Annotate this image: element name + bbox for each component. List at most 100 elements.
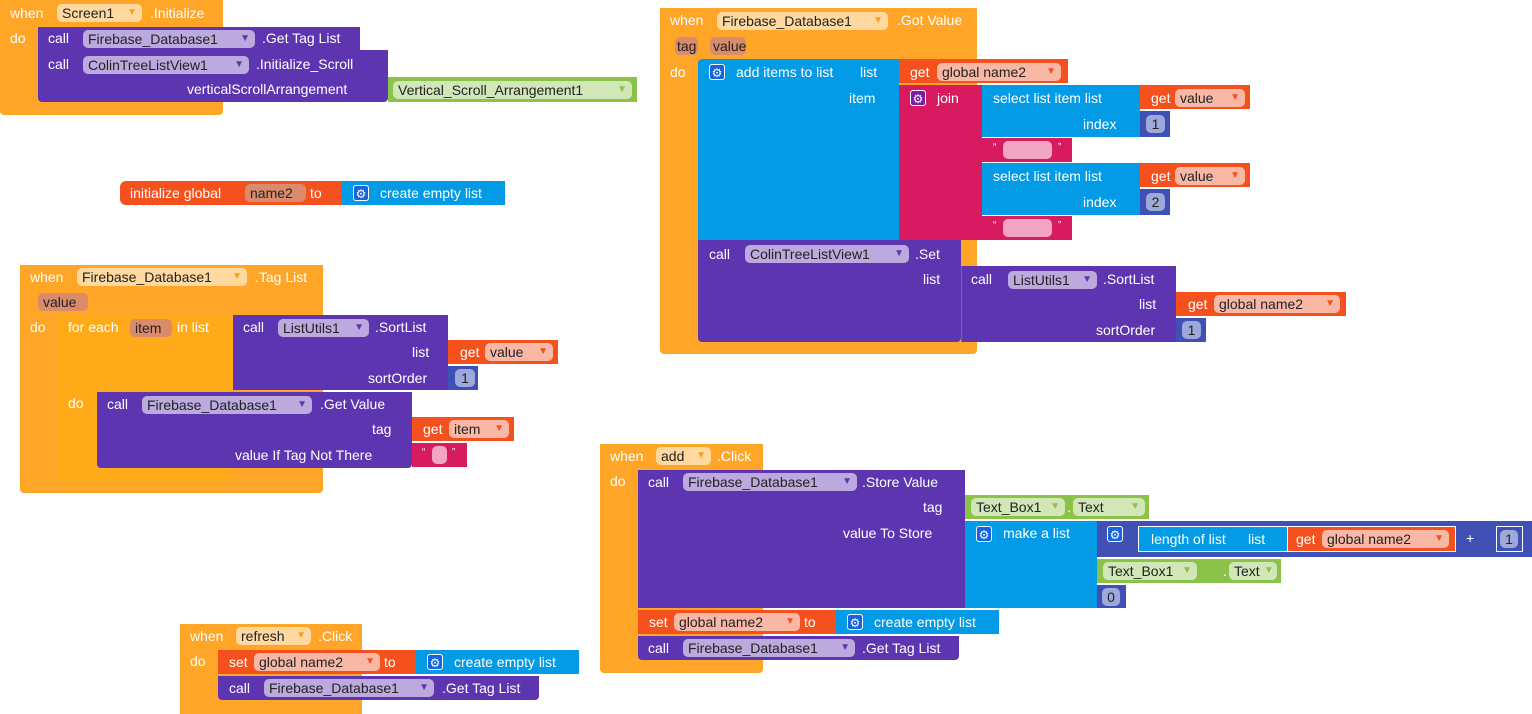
create-empty-list-block[interactable] <box>416 650 579 674</box>
text-field[interactable] <box>1003 219 1052 237</box>
field-value: item <box>135 320 162 336</box>
join-block[interactable] <box>899 85 982 240</box>
arg-label: list <box>860 64 878 80</box>
number-field[interactable]: 1 <box>1500 530 1518 548</box>
variable-dropdown[interactable]: global name2▼ <box>937 63 1061 81</box>
add-items-to-list-block[interactable] <box>698 59 899 240</box>
variable-dropdown[interactable]: item ▼ <box>449 420 509 438</box>
component-dropdown[interactable]: refresh▼ <box>236 627 311 645</box>
component-dropdown[interactable]: ColinTreeListView1▼ <box>83 56 249 74</box>
block-label: add items to list <box>736 64 834 80</box>
dropdown-arrow-icon: ▼ <box>1434 533 1444 544</box>
gear-icon[interactable]: ⚙ <box>976 526 992 542</box>
property-dropdown[interactable]: Text▼ <box>1229 562 1277 580</box>
close-quote: ” <box>452 447 456 458</box>
to-label: to <box>804 614 816 630</box>
component-dropdown[interactable]: Vertical_Scroll_Arrangement1▼ <box>393 81 632 99</box>
to-label: to <box>384 654 396 670</box>
event-param[interactable]: value <box>710 37 746 55</box>
gear-icon[interactable]: ⚙ <box>427 654 443 670</box>
arg-label: list <box>923 271 941 287</box>
component-dropdown[interactable]: Firebase_Database1▼ <box>264 679 434 697</box>
dropdown-arrow-icon: ▼ <box>1050 501 1060 512</box>
variable-dropdown[interactable]: value▼ <box>1175 167 1245 185</box>
number-field[interactable]: 1 <box>1182 321 1201 339</box>
variable-dropdown[interactable]: global name2▼ <box>674 613 800 631</box>
component-dropdown[interactable]: add▼ <box>656 447 711 465</box>
component-dropdown[interactable]: Firebase_Database1▼ <box>717 12 888 30</box>
component-dropdown[interactable]: Firebase_Database1▼ <box>77 268 247 286</box>
component-dropdown[interactable]: ColinTreeListView1▼ <box>745 245 909 263</box>
dropdown-value: Text_Box1 <box>976 499 1042 515</box>
gear-icon[interactable]: ⚙ <box>910 90 926 106</box>
get-label: get <box>1188 296 1208 312</box>
arg-label: verticalScrollArrangement <box>187 81 348 97</box>
call-block-store-value[interactable] <box>638 470 965 608</box>
loop-variable-field[interactable]: item <box>130 319 172 337</box>
variable-dropdown[interactable]: global name2▼ <box>254 653 380 671</box>
open-quote: “ <box>993 220 997 231</box>
text-field[interactable] <box>1003 141 1052 159</box>
dropdown-arrow-icon: ▼ <box>494 423 504 434</box>
call-label: call <box>709 246 731 262</box>
block-label: select list item list <box>993 90 1102 106</box>
component-dropdown[interactable]: Text_Box1▼ <box>1103 562 1197 580</box>
select-list-item-block[interactable] <box>982 163 1140 215</box>
variable-dropdown[interactable]: global name2▼ <box>1214 295 1340 313</box>
number-field[interactable]: 1 <box>1146 115 1165 133</box>
number-field[interactable]: 0 <box>1102 588 1120 606</box>
field-value: value <box>43 294 77 310</box>
call-label: call <box>648 640 670 656</box>
create-empty-list-block[interactable] <box>836 610 999 634</box>
text-field[interactable] <box>432 446 447 464</box>
component-dropdown[interactable]: Firebase_Database1 ▼ <box>142 396 312 414</box>
dropdown-arrow-icon: ▼ <box>127 7 137 18</box>
method-label: .Initialize_Scroll <box>256 56 354 72</box>
number-field[interactable]: 1 <box>455 369 475 387</box>
variable-dropdown[interactable]: value▼ <box>1175 89 1245 107</box>
method-label: .Get Tag List <box>862 640 941 656</box>
call-label: call <box>229 680 251 696</box>
property-dropdown[interactable]: Text▼ <box>1073 498 1145 516</box>
component-dropdown[interactable]: Text_Box1 ▼ <box>971 498 1065 516</box>
block-label: join <box>937 90 959 106</box>
dropdown-value: item <box>454 421 481 437</box>
dropdown-arrow-icon: ▼ <box>1182 565 1192 576</box>
component-dropdown[interactable]: Firebase_Database1▼ <box>83 30 255 48</box>
call-label: call <box>648 474 670 490</box>
create-empty-list-block[interactable] <box>342 181 505 205</box>
component-dropdown[interactable]: Firebase_Database1▼ <box>683 473 857 491</box>
event-param[interactable]: tag <box>675 37 698 55</box>
dropdown-arrow-icon: ▼ <box>1082 274 1092 285</box>
component-dropdown[interactable]: Screen1▼ <box>57 4 142 22</box>
dropdown-arrow-icon: ▼ <box>538 346 548 357</box>
arg-label: sortOrder <box>368 370 428 386</box>
gear-icon[interactable]: ⚙ <box>1107 526 1123 542</box>
gear-icon[interactable]: ⚙ <box>709 64 725 80</box>
initialize-global-label: initialize global <box>130 185 222 201</box>
dropdown-arrow-icon: ▼ <box>1230 170 1240 181</box>
dropdown-arrow-icon: ▼ <box>232 271 242 282</box>
call-label: call <box>971 271 993 287</box>
dropdown-value: Vertical_Scroll_Arrangement1 <box>398 82 584 98</box>
component-dropdown[interactable]: ListUtils1▼ <box>1008 271 1097 289</box>
gear-icon[interactable]: ⚙ <box>353 185 369 201</box>
get-label: get <box>1151 90 1171 106</box>
dropdown-value: ColinTreeListView1 <box>750 246 870 262</box>
variable-dropdown[interactable]: global name2▼ <box>1322 530 1449 548</box>
dropdown-value: Firebase_Database1 <box>147 397 277 413</box>
dropdown-arrow-icon: ▼ <box>365 656 375 667</box>
variable-dropdown[interactable]: value▼ <box>485 343 553 361</box>
dropdown-arrow-icon: ▼ <box>297 399 307 410</box>
variable-name-field[interactable]: name2 <box>245 184 306 202</box>
block-label: make a list <box>1003 525 1070 541</box>
block-label: create empty list <box>874 614 976 630</box>
gear-icon[interactable]: ⚙ <box>847 614 863 630</box>
select-list-item-block[interactable] <box>982 85 1140 137</box>
event-param[interactable]: value <box>38 293 88 311</box>
component-dropdown[interactable]: Firebase_Database1▼ <box>683 639 855 657</box>
component-dropdown[interactable]: ListUtils1▼ <box>278 319 369 337</box>
number-field[interactable]: 2 <box>1146 193 1165 211</box>
length-of-list-block[interactable] <box>1138 526 1288 552</box>
